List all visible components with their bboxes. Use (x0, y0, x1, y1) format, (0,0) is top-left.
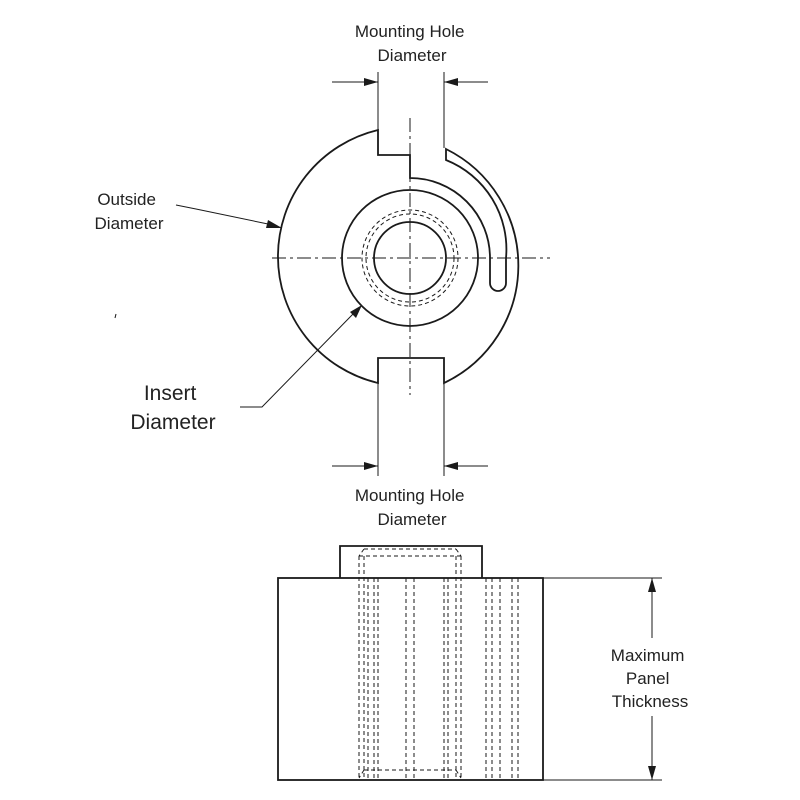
bottom-hidden-lines (358, 769, 462, 779)
head-outline (339, 545, 483, 578)
body-outline (277, 577, 544, 781)
top-arrow-left (364, 78, 378, 86)
top-arrow-right (444, 78, 458, 86)
label-max-panel-thickness: Maximum Panel Thickness (611, 646, 689, 711)
thickness-arrow-bottom (648, 766, 656, 780)
stray-mark (114, 313, 117, 319)
outer-body-outline (277, 128, 520, 385)
thickness-arrow-top (648, 578, 656, 592)
insert-diameter-leader (240, 312, 355, 408)
side-view (277, 545, 662, 781)
outside-diameter-leader (175, 204, 269, 225)
label-mounting-hole-top: Mounting Hole Diameter (355, 22, 469, 65)
label-outside-diameter: Outside Diameter (95, 190, 164, 233)
insert-diameter-arrow (350, 305, 362, 318)
bottom-arrow-left (364, 462, 378, 470)
label-mounting-hole-bottom: Mounting Hole Diameter (355, 486, 469, 529)
head-hidden-lines (358, 548, 462, 557)
bottom-arrow-right (444, 462, 458, 470)
outside-diameter-arrow (266, 220, 282, 228)
label-insert-diameter: Insert Diameter (130, 382, 215, 434)
top-view (114, 72, 550, 476)
